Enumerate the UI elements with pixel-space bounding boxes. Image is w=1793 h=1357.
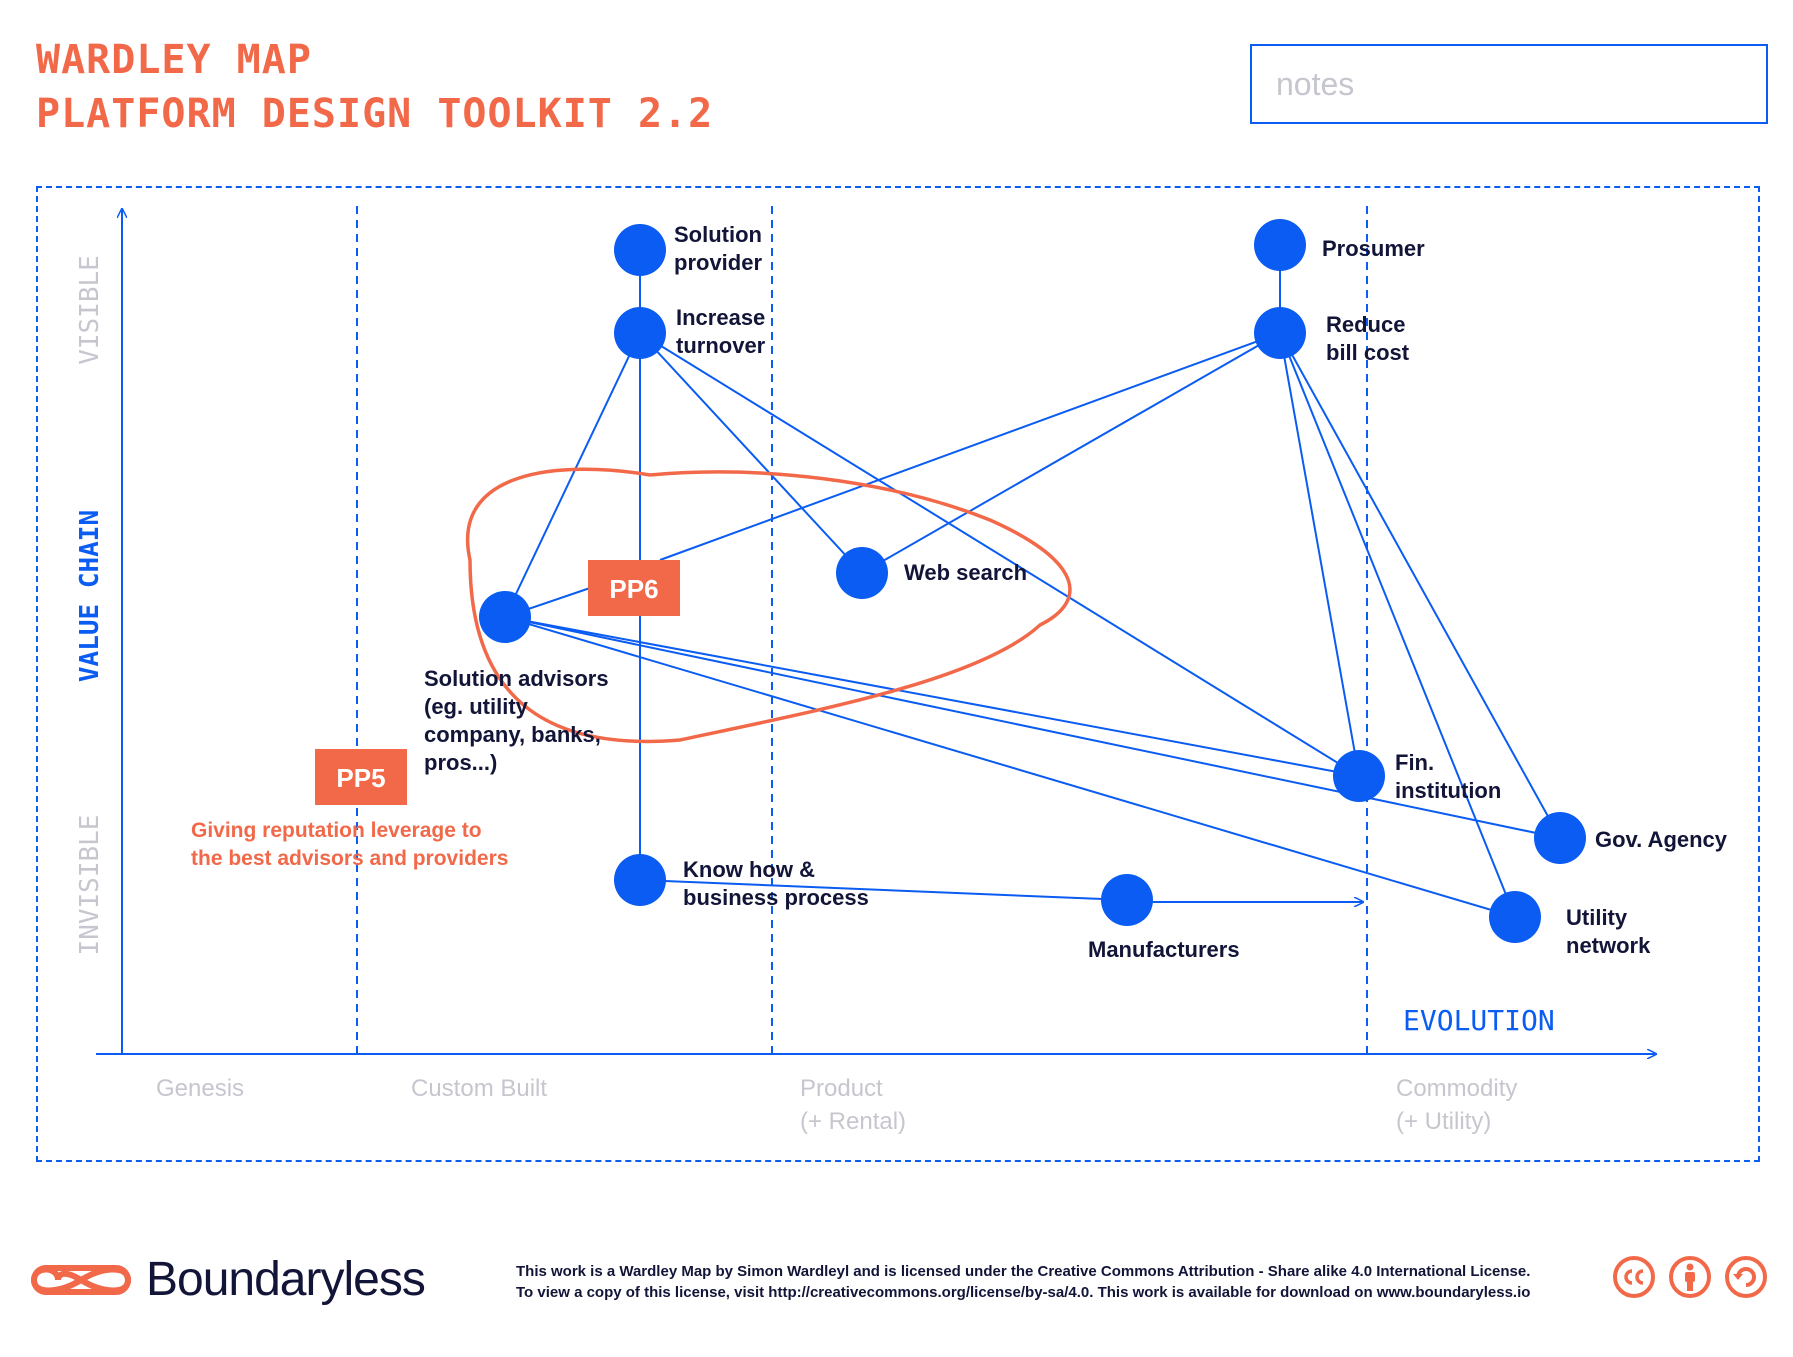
brand-name: Boundaryless — [146, 1253, 426, 1306]
edge — [504, 616, 1561, 839]
node-reduce-bill[interactable] — [1254, 307, 1306, 359]
edge — [639, 879, 1128, 901]
stage-commodity-sub: (+ Utility) — [1396, 1108, 1491, 1135]
sa-icon[interactable] — [1724, 1255, 1768, 1299]
node-solution-provider[interactable] — [614, 224, 666, 276]
y-axis-visible: VISIBLE — [75, 255, 105, 365]
stage-product: Product — [800, 1075, 883, 1102]
node-fin-institution[interactable] — [1333, 750, 1385, 802]
edge — [504, 616, 1516, 918]
node-label-gov-agency: Gov. Agency — [1595, 827, 1728, 852]
edge — [1279, 332, 1360, 777]
edge — [1279, 332, 1561, 839]
brand-logo: Boundaryless — [30, 1252, 426, 1307]
edge — [861, 332, 1281, 574]
license-line1: This work is a Wardley Map by Simon Ward… — [516, 1263, 1531, 1280]
license-line2: To view a copy of this license, visit ht… — [516, 1284, 1531, 1301]
cc-icon[interactable] — [1612, 1255, 1656, 1299]
node-label-know-how: Know how &business process — [683, 857, 869, 910]
edge — [504, 616, 1360, 777]
badge-pp5-label: PP5 — [336, 763, 385, 793]
edge — [639, 332, 863, 574]
node-solution-advisors[interactable] — [479, 591, 531, 643]
stage-commodity: Commodity — [1396, 1075, 1517, 1102]
node-label-fin-institution: Fin.institution — [1395, 750, 1501, 803]
node-manufacturers[interactable] — [1101, 874, 1153, 926]
stage-product-sub: (+ Rental) — [800, 1108, 906, 1135]
x-axis-label: EVOLUTION — [1403, 1004, 1555, 1037]
node-label-prosumer: Prosumer — [1322, 236, 1425, 261]
notes-placeholder: notes — [1276, 65, 1355, 102]
connections — [504, 245, 1561, 918]
nodes — [479, 219, 1586, 943]
license-text: This work is a Wardley Map by Simon Ward… — [516, 1261, 1530, 1303]
edge — [659, 332, 1281, 561]
badge-pp5[interactable] — [315, 749, 407, 805]
y-axis-invisible: INVISIBLE — [75, 815, 105, 956]
edge — [504, 332, 641, 618]
page-title-line1: WARDLEY MAP — [36, 37, 312, 83]
edge — [1279, 332, 1516, 918]
stage-genesis: Genesis — [156, 1075, 244, 1102]
badge-pp6[interactable] — [588, 560, 680, 616]
node-label-manufacturers: Manufacturers — [1088, 937, 1240, 962]
notes-field[interactable]: notes — [1250, 44, 1768, 124]
node-prosumer[interactable] — [1254, 219, 1306, 271]
stage-custom-built: Custom Built — [411, 1075, 547, 1102]
node-increase-turnover[interactable] — [614, 307, 666, 359]
badge-pp6-label: PP6 — [609, 574, 658, 604]
highlight-ellipse — [466, 467, 1072, 744]
node-gov-agency[interactable] — [1534, 812, 1586, 864]
license-icons — [1612, 1255, 1768, 1299]
by-icon[interactable] — [1668, 1255, 1712, 1299]
y-axis-label: VALUE CHAIN — [75, 510, 105, 682]
node-utility-network[interactable] — [1489, 891, 1541, 943]
node-know-how[interactable] — [614, 854, 666, 906]
node-label-web-search: Web search — [904, 560, 1027, 585]
node-web-search[interactable] — [836, 547, 888, 599]
page-title-line2: PLATFORM DESIGN TOOLKIT 2.2 — [36, 91, 714, 137]
map-frame — [36, 186, 1760, 1162]
infinity-icon — [31, 1264, 131, 1295]
edge — [639, 332, 1360, 777]
